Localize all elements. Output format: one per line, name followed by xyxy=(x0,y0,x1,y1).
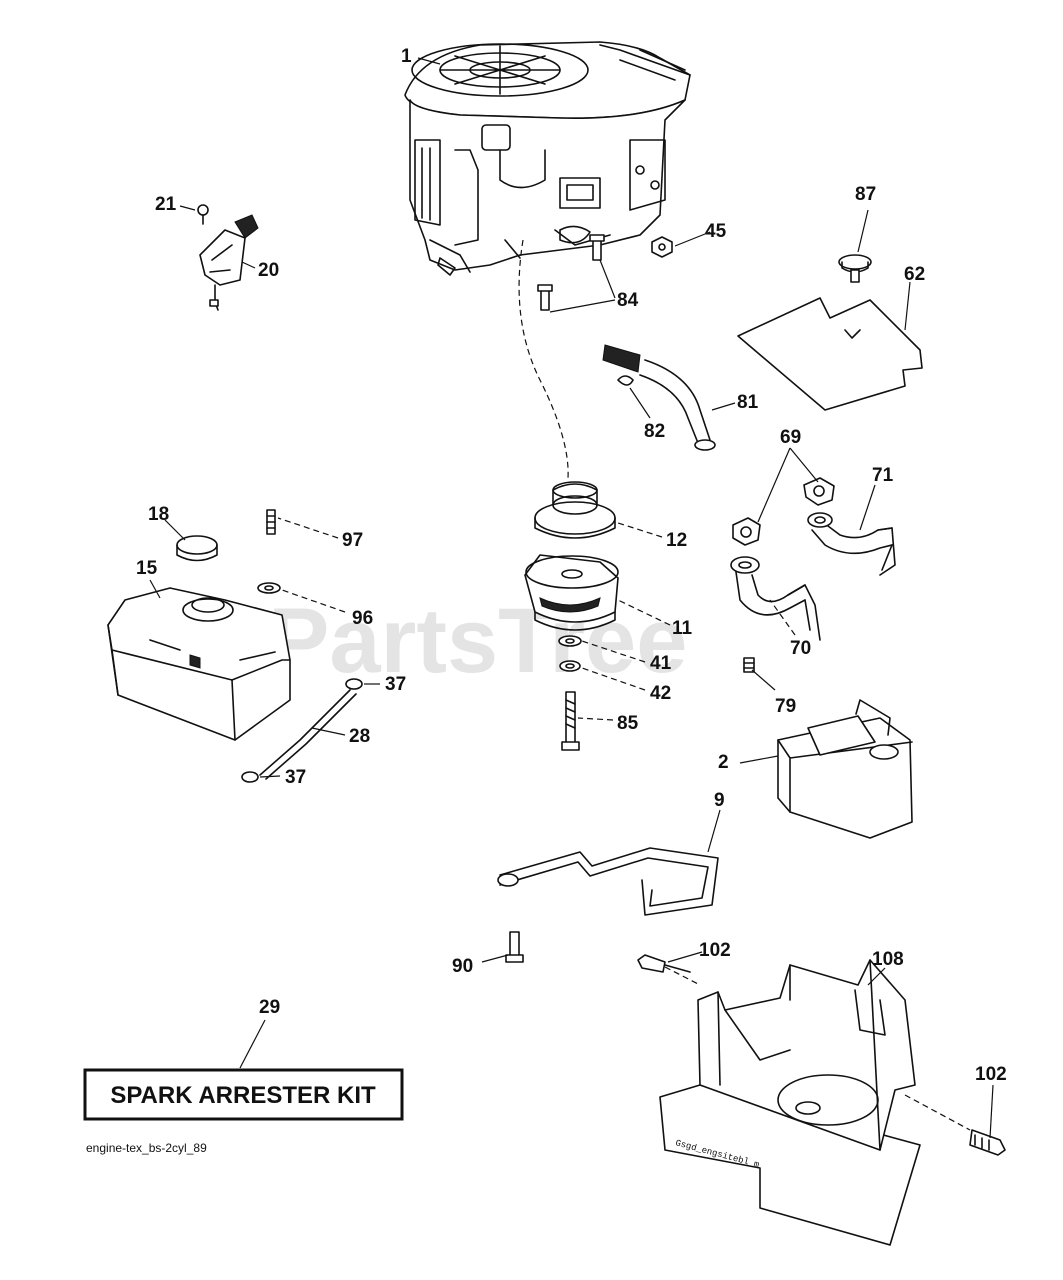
exhaust-nut-icon[interactable] xyxy=(743,657,755,673)
callout-9: 9 xyxy=(714,790,725,811)
spark-arrester-kit-label: SPARK ARRESTER KIT xyxy=(110,1082,376,1109)
shield-plate-icon[interactable] xyxy=(737,297,923,411)
callout-79: 79 xyxy=(775,696,796,717)
callout-21: 21 xyxy=(155,194,177,215)
callout-45: 45 xyxy=(705,221,727,242)
throttle-control-icon[interactable] xyxy=(199,214,259,311)
engine-block-icon[interactable] xyxy=(404,41,691,276)
exhaust-pipe-icon[interactable] xyxy=(730,556,821,641)
callout-41: 41 xyxy=(650,653,672,674)
lock-washer-icon[interactable] xyxy=(559,660,581,672)
fuel-line-icon[interactable] xyxy=(259,689,357,780)
exhaust-gasket-icon[interactable] xyxy=(732,477,835,546)
fuel-hose-icon[interactable] xyxy=(602,344,716,451)
spark-arrester-kit-box[interactable]: SPARK ARRESTER KIT xyxy=(83,1068,404,1121)
callout-28: 28 xyxy=(349,726,370,747)
callout-96: 96 xyxy=(352,608,373,629)
fuel-tank-washer-icon[interactable] xyxy=(257,582,281,594)
fuel-tank-icon[interactable] xyxy=(107,587,291,741)
watermark-text: PartsTree xyxy=(268,590,687,692)
callout-20: 20 xyxy=(258,260,279,281)
screw-icon[interactable] xyxy=(266,509,276,535)
leader-lines xyxy=(149,57,994,1139)
callout-15: 15 xyxy=(136,558,158,579)
hose-clamp-icon[interactable] xyxy=(241,678,363,783)
callout-12: 12 xyxy=(666,530,687,551)
bracket-bolt-icon[interactable] xyxy=(505,931,524,963)
callout-71: 71 xyxy=(872,465,894,486)
pto-clutch-icon[interactable] xyxy=(524,554,619,631)
callout-81: 81 xyxy=(737,392,759,413)
callout-84: 84 xyxy=(617,290,639,311)
callout-70: 70 xyxy=(790,638,811,659)
diagram-code: engine-tex_bs-2cyl_89 xyxy=(86,1141,207,1155)
callout-69: 69 xyxy=(780,427,801,448)
clutch-bolt-icon[interactable] xyxy=(561,691,580,751)
callout-90: 90 xyxy=(452,956,473,977)
callout-102a: 102 xyxy=(699,940,731,961)
callout-1: 1 xyxy=(401,46,412,67)
muffler-bracket-icon[interactable] xyxy=(497,847,719,916)
callout-29: 29 xyxy=(259,997,280,1018)
heat-shield-icon[interactable]: Gsgd_engsitebl_m xyxy=(659,959,921,1246)
callout-42: 42 xyxy=(650,683,671,704)
pulley-icon[interactable] xyxy=(534,481,616,539)
callout-37a: 37 xyxy=(385,674,406,695)
callout-85: 85 xyxy=(617,713,639,734)
callout-62: 62 xyxy=(904,264,925,285)
knob-icon[interactable] xyxy=(838,254,872,283)
callout-11: 11 xyxy=(672,618,693,639)
exhaust-pipe-icon[interactable] xyxy=(807,512,896,576)
muffler-icon[interactable] xyxy=(777,699,913,839)
callout-97: 97 xyxy=(342,530,363,551)
callout-102b: 102 xyxy=(975,1064,1007,1085)
nut-icon[interactable] xyxy=(651,236,673,258)
callout-108: 108 xyxy=(872,949,904,970)
callout-37b: 37 xyxy=(285,767,306,788)
callout-2: 2 xyxy=(718,752,729,773)
engine-bolt-icon[interactable] xyxy=(537,234,605,311)
callout-87: 87 xyxy=(855,184,876,205)
callout-82: 82 xyxy=(644,421,665,442)
hose-clamp-icon[interactable] xyxy=(617,375,634,386)
fuel-cap-icon[interactable] xyxy=(176,535,218,562)
callout-18: 18 xyxy=(148,504,169,525)
washer-icon[interactable] xyxy=(558,635,582,647)
bolt-icon[interactable] xyxy=(197,204,209,225)
shield-bolt-icon[interactable] xyxy=(637,954,1006,1156)
callout-labels: 1 21 20 45 84 87 62 81 82 69 71 12 18 97… xyxy=(136,46,1007,1085)
